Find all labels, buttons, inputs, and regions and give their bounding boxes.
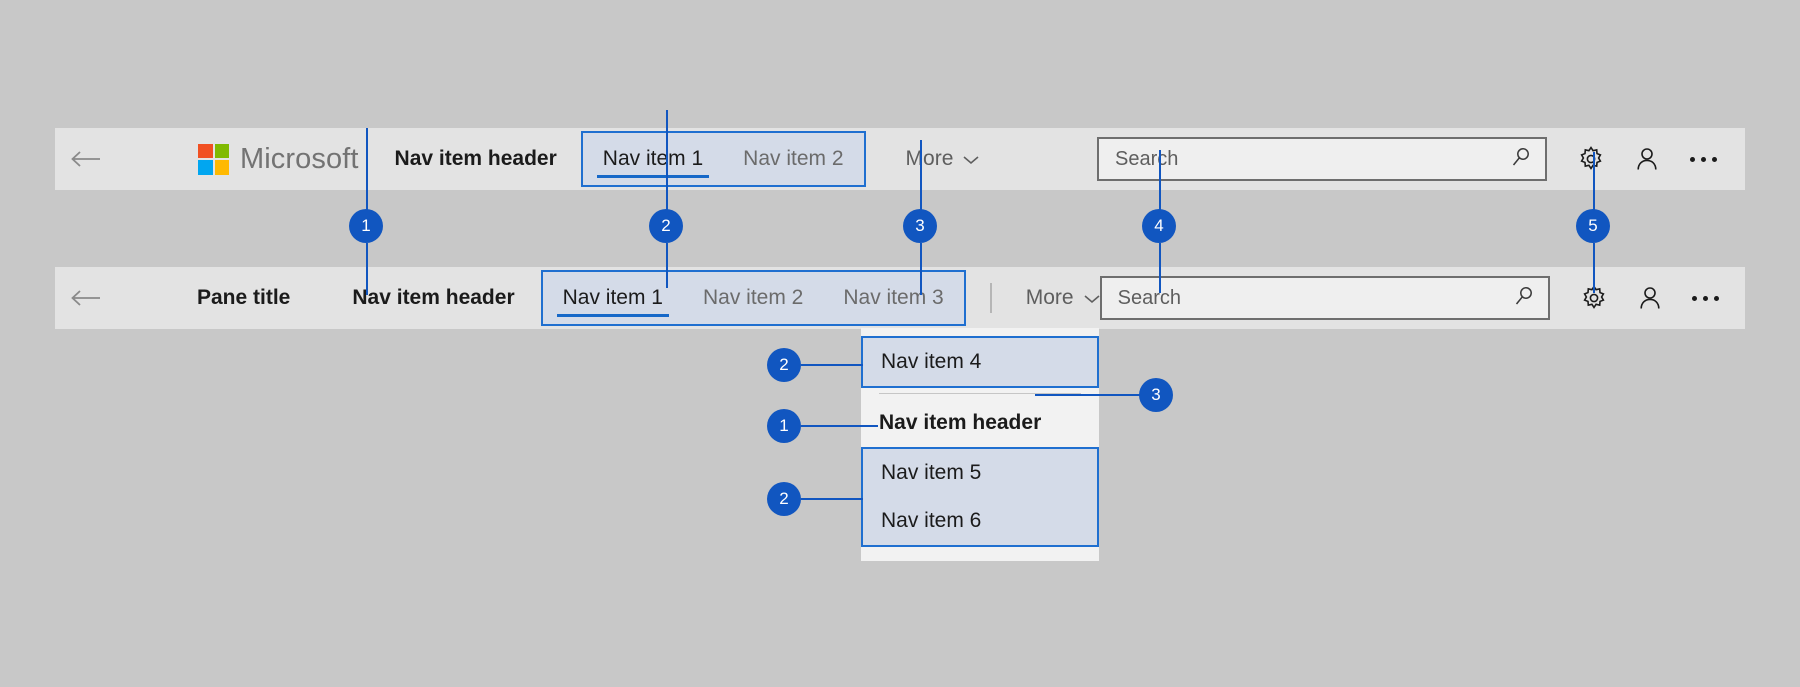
back-arrow-icon: [70, 149, 102, 169]
nav-item-header-bar2: Nav item header: [352, 286, 515, 309]
more-flyout-panel: Nav item 4 Nav item header Nav item 5 Na…: [861, 328, 1099, 561]
search-icon-bar1[interactable]: [1511, 146, 1533, 173]
overflow-button-bar2[interactable]: [1678, 270, 1734, 326]
callout-badge-flyout-2b: 2: [767, 482, 801, 516]
ellipsis-icon-bar2: [1692, 295, 1720, 301]
flyout-item-nav-item-5[interactable]: Nav item 5: [881, 461, 982, 484]
nav-item-header-bar1: Nav item header: [394, 147, 557, 170]
flyout-item-nav-item-6[interactable]: Nav item 6: [881, 509, 982, 532]
chevron-down-icon-bar1: [963, 147, 979, 171]
leader-line-flyout-2b: [801, 498, 863, 500]
leader-line-5: [1593, 152, 1595, 228]
leader-line-flyout-2a: [801, 364, 863, 366]
account-button-bar1[interactable]: [1619, 131, 1675, 187]
more-label-bar2: More: [1025, 286, 1074, 309]
nav-item-group-bar2: Nav item 1 Nav item 2 Nav item 3: [540, 270, 966, 326]
nav-item-group-bar1: Nav item 1 Nav item 2: [580, 131, 866, 187]
brand-name: Microsoft: [240, 142, 359, 175]
gear-icon-bar2: [1581, 285, 1607, 311]
flyout-nav-item-header: Nav item header: [879, 411, 1042, 434]
settings-button-bar1[interactable]: [1563, 131, 1619, 187]
callout-badge-flyout-2a: 2: [767, 348, 801, 382]
leader-line-3: [920, 140, 922, 228]
flyout-group-top: Nav item 4: [861, 336, 1099, 388]
flyout-item-nav-item-4[interactable]: Nav item 4: [881, 350, 982, 373]
person-icon-bar2: [1636, 284, 1664, 312]
leader-line-flyout-3: [1035, 394, 1155, 396]
chevron-down-icon-bar2: [1084, 286, 1100, 310]
callout-badge-1: 1: [349, 209, 383, 243]
microsoft-logo-icon: [198, 143, 229, 175]
leader-line-3b: [920, 243, 922, 295]
callout-badge-flyout-3: 3: [1139, 378, 1173, 412]
leader-line-1b: [366, 243, 368, 295]
settings-button-bar2[interactable]: [1566, 270, 1622, 326]
more-dropdown-bar2[interactable]: More: [1026, 286, 1100, 310]
search-box-bar1[interactable]: Search: [1097, 137, 1547, 181]
leader-line-1: [366, 128, 368, 228]
flyout-separator: [879, 393, 1081, 394]
pane-title: Pane title: [197, 286, 291, 309]
nav-item-1-bar2[interactable]: Nav item 1: [543, 272, 683, 324]
leader-line-5b: [1593, 243, 1595, 293]
person-icon-bar1: [1633, 145, 1661, 173]
leader-line-2: [666, 110, 668, 228]
leader-line-2b: [666, 243, 668, 288]
more-label-bar1: More: [905, 147, 954, 170]
gear-icon-bar1: [1578, 146, 1604, 172]
nav-item-3-bar2[interactable]: Nav item 3: [843, 286, 944, 309]
callout-badge-5: 5: [1576, 209, 1610, 243]
callout-badge-flyout-1: 1: [767, 409, 801, 443]
leader-line-flyout-1: [801, 425, 878, 427]
command-bar-primary: Microsoft Nav item header Nav item 1 Nav…: [55, 128, 1745, 190]
search-placeholder-bar1: Search: [1115, 147, 1179, 170]
account-button-bar2[interactable]: [1622, 270, 1678, 326]
nav-item-1-bar1[interactable]: Nav item 1: [583, 133, 723, 185]
search-icon-bar2[interactable]: [1514, 285, 1536, 312]
nav-item-2-bar2[interactable]: Nav item 2: [703, 286, 804, 309]
command-bar-secondary: Pane title Nav item header Nav item 1 Na…: [55, 267, 1745, 329]
search-box-bar2[interactable]: Search: [1099, 276, 1550, 320]
overflow-button-bar1[interactable]: [1675, 131, 1731, 187]
ellipsis-icon-bar1: [1689, 156, 1717, 162]
nav-item-2-bar1[interactable]: Nav item 2: [743, 147, 844, 170]
flyout-group-bottom: Nav item 5 Nav item 6: [861, 447, 1099, 547]
leader-line-4: [1159, 150, 1161, 228]
back-button[interactable]: [55, 128, 117, 190]
back-arrow-icon-bar2: [70, 288, 102, 308]
callout-badge-3: 3: [903, 209, 937, 243]
leader-line-4b: [1159, 243, 1161, 293]
back-button-bar2[interactable]: [55, 267, 117, 329]
toolbar-divider: [989, 283, 992, 313]
callout-badge-4: 4: [1142, 209, 1176, 243]
more-dropdown-bar1[interactable]: More: [906, 147, 980, 171]
callout-badge-2: 2: [649, 209, 683, 243]
search-placeholder-bar2: Search: [1117, 286, 1181, 309]
